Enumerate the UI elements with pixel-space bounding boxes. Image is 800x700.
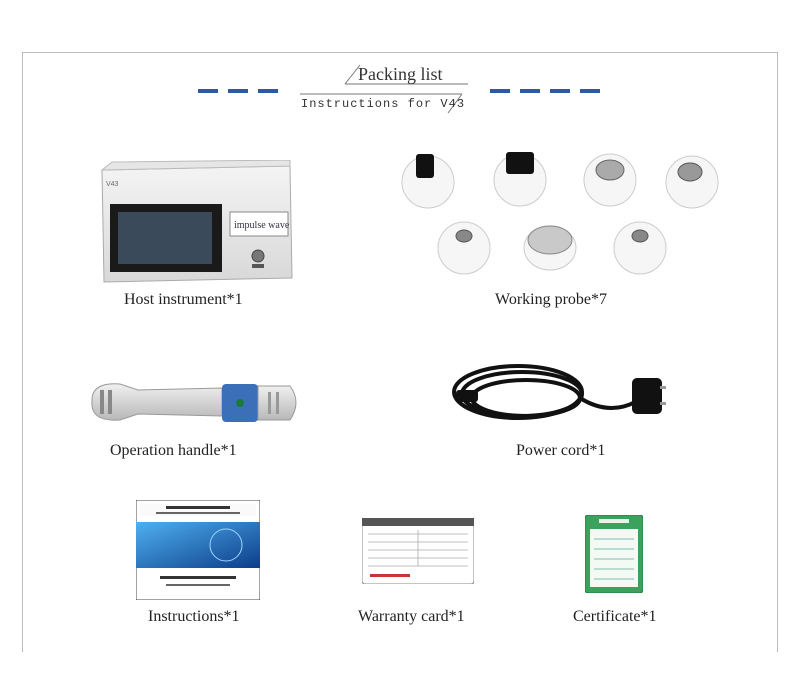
caption-warranty-card: Warranty card*1	[358, 608, 465, 625]
probe-5	[437, 221, 491, 275]
power-cord-image	[452, 364, 666, 420]
svg-text:V43: V43	[106, 181, 119, 188]
probe-7	[613, 221, 667, 275]
header-decoration	[198, 64, 600, 114]
caption-operation-handle: Operation handle*1	[110, 442, 237, 459]
probe-3	[583, 153, 637, 207]
caption-instructions: Instructions*1	[148, 608, 240, 625]
probe-4	[665, 155, 719, 209]
page-subtitle: Instructions for V43	[301, 97, 466, 111]
caption-power-cord: Power cord*1	[516, 442, 606, 459]
warranty-card-image	[362, 518, 474, 584]
caption-working-probe: Working probe*7	[495, 291, 608, 308]
page-title: Packing list	[358, 64, 443, 84]
operation-handle-image	[91, 383, 297, 422]
packing-list-frame	[22, 52, 778, 652]
certificate-image	[585, 515, 643, 593]
probe-2	[493, 152, 547, 207]
instructions-image	[136, 500, 260, 600]
host-instrument-image: impulse wave V43	[100, 160, 293, 283]
caption-host-instrument: Host instrument*1	[124, 291, 243, 308]
svg-text:impulse wave: impulse wave	[234, 220, 290, 231]
probe-6	[523, 225, 577, 271]
caption-certificate: Certificate*1	[573, 608, 657, 625]
working-probes-image	[401, 152, 719, 275]
probe-1	[401, 154, 455, 209]
